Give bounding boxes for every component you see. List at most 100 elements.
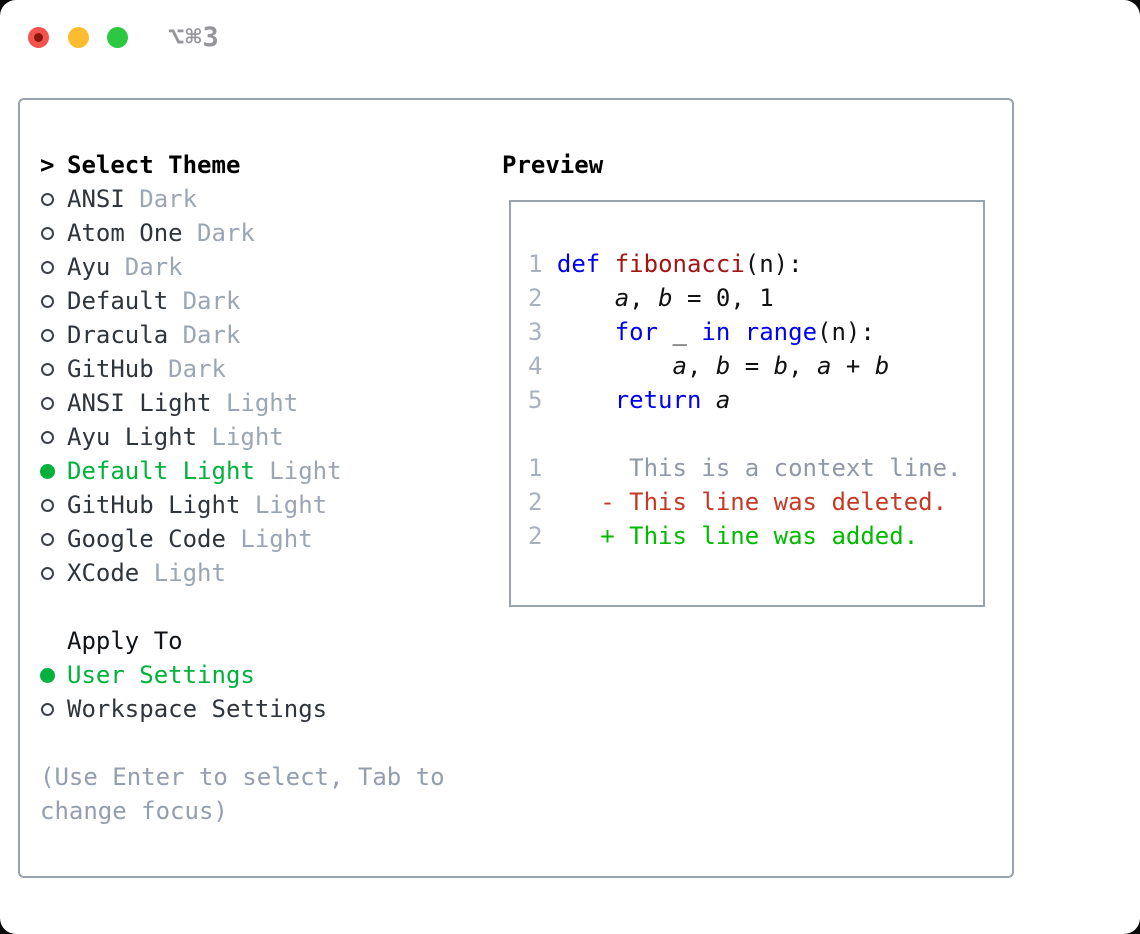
item-label: Default (67, 287, 169, 315)
theme-option-github-light[interactable]: GitHub Light Light (40, 488, 490, 522)
radio-icon (41, 532, 54, 546)
zoom-button[interactable] (107, 27, 128, 48)
item-variant-label: Dark (182, 219, 255, 247)
code-token-variable: a (817, 352, 832, 380)
minimize-button[interactable] (68, 27, 89, 48)
theme-list-title: Select Theme (67, 151, 241, 179)
preview-title: Preview (502, 151, 604, 179)
radio-icon (41, 328, 54, 342)
theme-option-dracula[interactable]: Dracula Dark (40, 318, 490, 352)
code-token-variable: b (715, 352, 731, 380)
line-number: 2 (528, 522, 557, 550)
theme-option-ansi[interactable]: ANSI Dark (40, 182, 490, 216)
code-token-plain: = 0, 1 (672, 284, 774, 312)
code-line: 4 a, b = b, a + b (528, 352, 983, 386)
code-line: 3 for _ in range(n): (528, 318, 983, 352)
item-variant-label: Light (211, 389, 299, 417)
code-token-plain: (n): (817, 318, 875, 346)
code-token-deleted: - This line was deleted. (556, 488, 948, 516)
spacer (40, 590, 490, 624)
code-token-keyword: def (556, 250, 601, 278)
spacer (40, 726, 490, 760)
item-label: GitHub (67, 355, 154, 383)
item-label: User Settings (67, 661, 255, 689)
close-button-dot-icon (34, 33, 43, 42)
window-shortcut-label: ⌥⌘3 (168, 22, 220, 53)
titlebar: ⌥⌘3 (0, 0, 1140, 76)
radio-icon (41, 294, 54, 308)
item-label: Default Light (67, 457, 255, 485)
code-token-plain: _ (658, 318, 702, 346)
code-token-keyword: in (701, 318, 731, 346)
line-number: 4 (528, 352, 557, 380)
radio-icon (41, 702, 54, 716)
close-button[interactable] (28, 27, 49, 48)
code-token-plain: , (629, 284, 659, 312)
code-line: 2 a, b = 0, 1 (528, 284, 983, 318)
radio-icon (41, 362, 54, 376)
theme-option-ansi-light[interactable]: ANSI Light Light (40, 386, 490, 420)
code-line (528, 420, 983, 454)
code-token-variable: a (614, 284, 630, 312)
item-label: GitHub Light (67, 491, 241, 519)
code-token-variable: a (715, 386, 731, 414)
radio-icon (41, 192, 54, 206)
theme-list-header: > Select Theme (40, 148, 490, 182)
code-line: 5 return a (528, 386, 983, 420)
keyboard-hint-text: (Use Enter to select, Tab to change focus… (40, 760, 490, 828)
code-token-plain: , (788, 352, 818, 380)
code-token-plain: (n): (744, 250, 803, 278)
line-number: 1 (528, 454, 557, 482)
theme-option-ayu-light[interactable]: Ayu Light Light (40, 420, 490, 454)
code-token-plain: = (730, 352, 774, 380)
apply-option-user-settings[interactable]: User Settings (40, 658, 490, 692)
code-token-variable: b (658, 284, 673, 312)
item-variant-label: Dark (124, 185, 198, 213)
theme-option-github[interactable]: GitHub Dark (40, 352, 490, 386)
code-token-plain (557, 352, 673, 380)
code-token-plain (557, 386, 615, 414)
code-token-variable: b (874, 352, 890, 380)
code-token-context: This is a context line. (556, 454, 962, 482)
code-line: 1 This is a context line. (528, 454, 983, 488)
line-number: 3 (528, 318, 557, 346)
theme-option-xcode[interactable]: XCode Light (40, 556, 490, 590)
line-number: 2 (528, 488, 557, 516)
code-line: 2 - This line was deleted. (528, 488, 983, 522)
radio-selected-icon (40, 667, 55, 683)
radio-icon (41, 430, 54, 444)
apply-option-workspace-settings[interactable]: Workspace Settings (40, 692, 490, 726)
item-label: Workspace Settings (67, 695, 328, 723)
item-variant-label: Light (197, 423, 284, 451)
focus-indicator-icon: > (40, 151, 55, 179)
radio-icon (41, 396, 54, 410)
code-token-keyword: return (614, 386, 702, 414)
theme-option-google-code[interactable]: Google Code Light (40, 522, 490, 556)
preview-column: Preview 1 def fibonacci(n):2 a, b = 0, 1… (502, 148, 985, 607)
hint-line: (Use Enter to select, Tab to (40, 763, 445, 791)
code-token-plain (701, 386, 715, 414)
theme-option-ayu[interactable]: Ayu Dark (40, 250, 490, 284)
code-token-plain (600, 250, 614, 278)
hint-line: change focus) (40, 797, 228, 825)
theme-option-atom-one[interactable]: Atom One Dark (40, 216, 490, 250)
code-line: 2 + This line was added. (528, 522, 983, 556)
item-variant-label: Light (225, 525, 313, 553)
theme-option-default[interactable]: Default Dark (40, 284, 490, 318)
item-variant-label: Dark (110, 253, 183, 281)
radio-icon (41, 566, 54, 580)
code-token-plain (730, 318, 744, 346)
code-token-keyword: for (614, 318, 659, 346)
item-label: Atom One (67, 219, 183, 247)
line-number: 5 (528, 386, 557, 414)
code-token-function: fibonacci (614, 250, 745, 278)
theme-option-default-light[interactable]: Default Light Light (40, 454, 490, 488)
item-variant-label: Light (254, 457, 342, 485)
code-token-plain: , (686, 352, 716, 380)
